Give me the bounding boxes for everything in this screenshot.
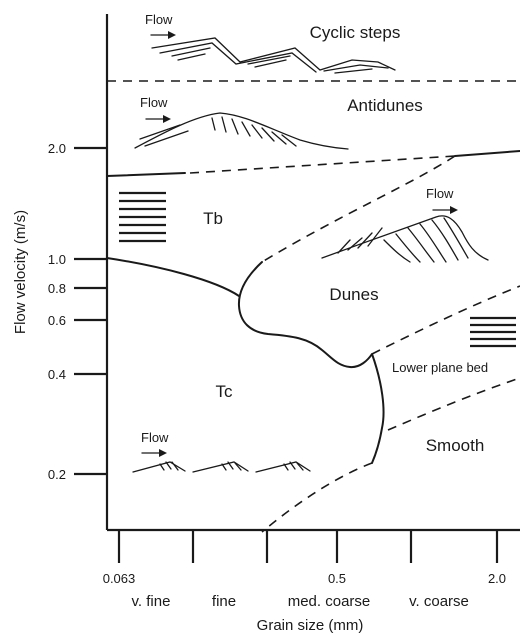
antidunes-upper-boundary-solid: [106, 172, 186, 177]
antidunes-upper-boundary-right: [454, 150, 520, 157]
flow-label: Flow: [141, 430, 169, 445]
dunes-lower-boundary: [237, 261, 385, 464]
flow-label: Flow: [426, 186, 454, 201]
region-label-antidunes: Antidunes: [347, 96, 423, 115]
region-label-cyclic-steps: Cyclic steps: [310, 23, 401, 42]
grain-class-label: med. coarse: [288, 593, 371, 610]
grain-class-label: v. coarse: [409, 593, 469, 610]
antidunes-upper-boundary-dashed: [189, 155, 456, 174]
x-tick-value-label: 2.0: [488, 571, 506, 586]
y-tick-label: 1.0: [48, 252, 66, 267]
region-label-tc: Tc: [216, 382, 234, 401]
region-label-lower-plane-bed: Lower plane bed: [392, 360, 488, 375]
tb-tc-boundary: [106, 257, 240, 297]
flow-arrow: Flow: [426, 186, 458, 214]
dune-sketch: [321, 215, 489, 263]
y-tick-label: 0.8: [48, 281, 66, 296]
grain-class-label: v. fine: [132, 593, 171, 610]
upper-plane-bed-laminae: [119, 191, 166, 243]
flow-arrow: Flow: [140, 95, 171, 123]
grain-class-label: fine: [212, 593, 236, 610]
lower-plane-bed-laminae: [470, 316, 516, 348]
region-label-tb: Tb: [203, 209, 223, 228]
dunes-upper-boundary: [261, 155, 456, 263]
region-label-dunes: Dunes: [329, 285, 378, 304]
antidune-sketch: [134, 112, 349, 150]
dunes-lower-plane-bed-boundary: [371, 285, 520, 355]
ripple-sketch: [132, 461, 311, 473]
flow-arrow: Flow: [145, 12, 176, 39]
y-tick-label: 0.6: [48, 313, 66, 328]
x-tick-value-label: 0.063: [103, 571, 136, 586]
flow-arrow: Flow: [141, 430, 169, 457]
lower-plane-bed-smooth-boundary: [387, 377, 520, 431]
y-tick-label: 0.2: [48, 467, 66, 482]
cyclic-steps-sketch: [151, 37, 396, 74]
flow-label: Flow: [145, 12, 173, 27]
y-tick-label: 2.0: [48, 141, 66, 156]
y-axis-title: Flow velocity (m/s): [12, 210, 29, 334]
y-tick-label: 0.4: [48, 367, 66, 382]
x-tick-value-label: 0.5: [328, 571, 346, 586]
flow-label: Flow: [140, 95, 168, 110]
x-axis-title: Grain size (mm): [257, 617, 364, 634]
region-label-smooth: Smooth: [426, 436, 485, 455]
smooth-ripples-boundary: [261, 462, 373, 533]
